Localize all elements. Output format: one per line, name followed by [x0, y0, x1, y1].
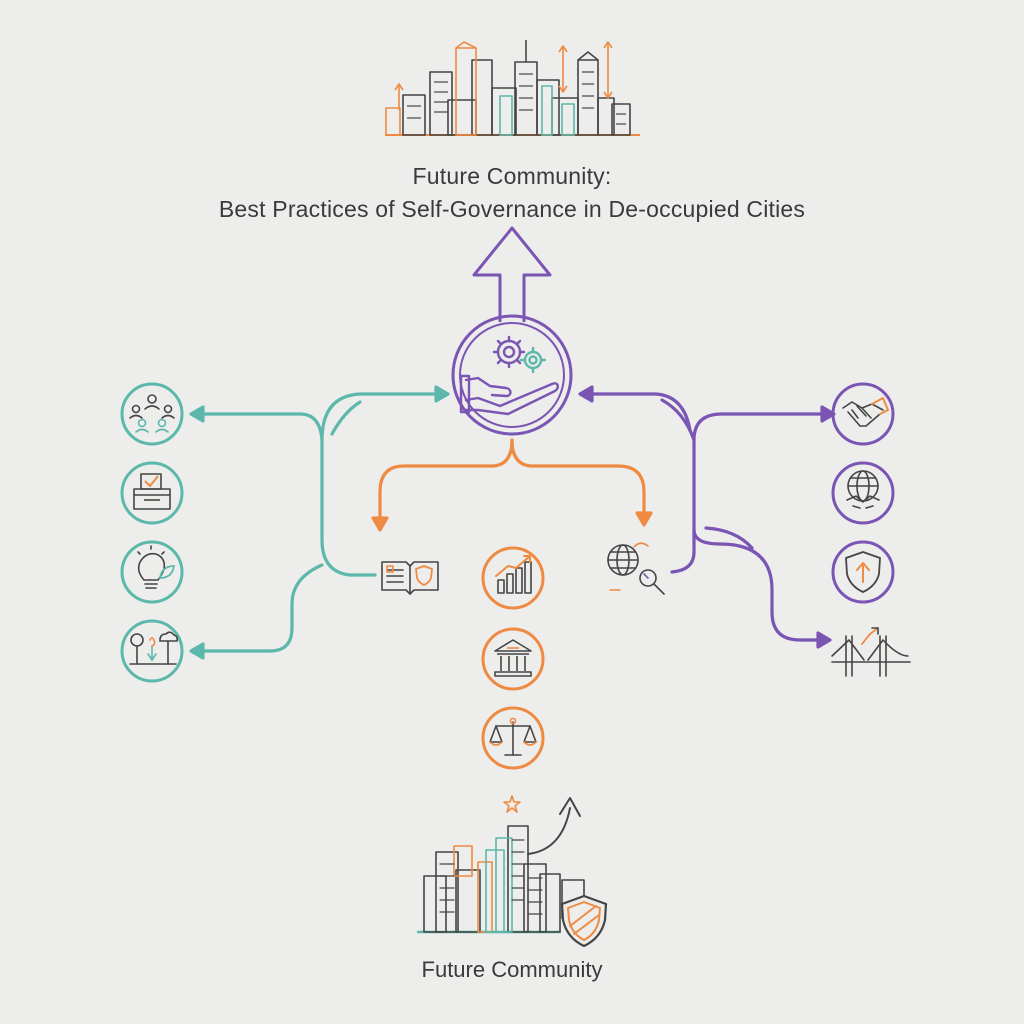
eco-city-icon — [120, 619, 184, 683]
title-line-1: Future Community: — [412, 163, 612, 189]
footer-label: Future Community — [421, 957, 603, 982]
security-shield-icon — [831, 540, 895, 604]
city-skyline-icon — [385, 40, 640, 136]
bridge-icon — [831, 627, 911, 677]
title-line-2: Best Practices of Self-Governance in De-… — [218, 196, 806, 222]
institution-building-icon — [481, 627, 545, 691]
growth-chart-icon — [481, 546, 545, 610]
lightbulb-leaf-icon — [120, 540, 184, 604]
ballot-box-icon — [120, 461, 184, 525]
center-branch-connector — [371, 438, 653, 532]
diagram-title: Future Community: Best Practices of Self… — [0, 160, 1024, 226]
future-city-shield-icon — [416, 795, 608, 948]
open-book-shield-icon — [381, 561, 439, 595]
upward-arrow — [472, 226, 552, 322]
global-partnership-icon — [831, 461, 895, 525]
justice-scales-icon — [481, 706, 545, 770]
globe-search-icon — [607, 542, 665, 595]
community-circle-icon — [120, 382, 184, 446]
right-branch-connector — [578, 385, 836, 649]
hand-gears-icon — [451, 314, 573, 436]
left-branch-connector — [189, 385, 450, 660]
handshake-icon — [831, 382, 895, 446]
